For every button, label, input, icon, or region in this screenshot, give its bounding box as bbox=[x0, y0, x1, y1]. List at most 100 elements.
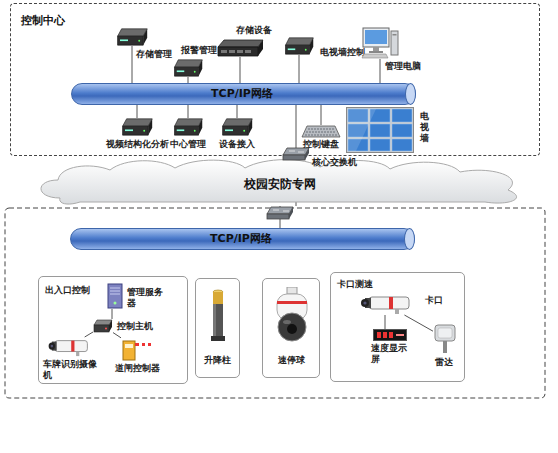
dev-part bbox=[310, 38, 314, 54]
campus-frame bbox=[5, 208, 545, 398]
node-label: 控制主机 bbox=[117, 321, 161, 332]
cam-part bbox=[395, 309, 399, 314]
display-part bbox=[383, 332, 387, 338]
cam-symbol bbox=[359, 293, 411, 315]
pc-part bbox=[373, 47, 379, 51]
kbd-symbol bbox=[301, 125, 341, 138]
network-link bbox=[112, 309, 113, 319]
dev-part bbox=[194, 130, 196, 132]
network-link bbox=[299, 55, 300, 83]
wall-part bbox=[348, 109, 412, 151]
gate-part bbox=[135, 343, 154, 346]
pc-part bbox=[391, 31, 398, 55]
network-bus: TCP/IP网络 bbox=[71, 83, 416, 105]
pc-part bbox=[393, 34, 397, 36]
control-host: 控制主机 bbox=[93, 319, 113, 333]
disk-part bbox=[229, 50, 235, 53]
node-label: 视频结构化分析 bbox=[91, 139, 183, 150]
wall-part bbox=[370, 139, 390, 151]
group-heading: 出入口控制 bbox=[45, 285, 105, 296]
node-label: 校园安防专网 bbox=[30, 177, 530, 191]
dev-part bbox=[305, 49, 307, 51]
cam-part bbox=[76, 352, 79, 357]
disk-part bbox=[218, 40, 263, 47]
dev-part bbox=[199, 60, 203, 76]
host-symbol bbox=[93, 319, 113, 333]
node-label: 中心管理 bbox=[166, 139, 210, 150]
dev-part bbox=[138, 40, 140, 42]
network-link bbox=[240, 57, 241, 83]
radar-part bbox=[438, 328, 452, 338]
dome-part bbox=[287, 324, 297, 334]
network-link bbox=[137, 105, 138, 118]
wall-part bbox=[392, 139, 412, 151]
dev-part bbox=[194, 71, 196, 73]
pc-part bbox=[363, 28, 389, 47]
dev-part bbox=[177, 70, 185, 72]
server-symbol bbox=[107, 283, 123, 309]
server-part bbox=[114, 302, 117, 305]
storage-manager: 存储管理 bbox=[116, 28, 148, 46]
network-link bbox=[380, 59, 381, 83]
node-label: TCP/IP网络 bbox=[71, 229, 411, 249]
wall-part bbox=[348, 109, 376, 151]
node-label: 道闸控制器 bbox=[115, 363, 165, 374]
node-label: 车牌识别摄像机 bbox=[43, 359, 99, 381]
node-label: 管理服务器 bbox=[127, 287, 169, 309]
switch-part bbox=[305, 148, 309, 160]
host-part bbox=[94, 320, 112, 325]
dev-part bbox=[175, 60, 203, 67]
group-heading: 升降柱 bbox=[196, 355, 239, 366]
network-link bbox=[296, 105, 297, 147]
dev-part bbox=[143, 29, 147, 45]
switch-symbol bbox=[282, 147, 310, 161]
network-link bbox=[188, 105, 189, 118]
bollard-part bbox=[213, 292, 223, 304]
management-pc: 管理电脑 bbox=[361, 27, 399, 59]
gate-symbol bbox=[121, 337, 155, 361]
pc-symbol bbox=[361, 27, 399, 59]
dome-part bbox=[283, 320, 291, 324]
dev-symbol bbox=[121, 118, 153, 136]
cam-part bbox=[71, 341, 74, 352]
dev-part bbox=[223, 126, 249, 135]
speed-dome-group: 速停球 bbox=[262, 278, 320, 378]
alarm-manager: 报警管理 bbox=[173, 59, 203, 77]
display-part bbox=[377, 332, 381, 338]
network-link bbox=[385, 315, 386, 329]
dev-part bbox=[286, 45, 310, 54]
dome-part bbox=[277, 301, 307, 304]
storage-device: 存储设备 bbox=[216, 39, 264, 57]
switch-part bbox=[283, 155, 305, 160]
dev-part bbox=[123, 126, 149, 135]
pc-part bbox=[362, 54, 388, 58]
node-label: 存储设备 bbox=[236, 25, 280, 36]
radar: 雷达 bbox=[433, 323, 457, 353]
speed-display: 速度显示屏 bbox=[373, 329, 407, 341]
gate-part bbox=[123, 341, 135, 360]
switch-side bbox=[289, 207, 293, 219]
dome-part bbox=[287, 287, 297, 294]
dev-part bbox=[248, 119, 252, 135]
pc-part bbox=[365, 30, 387, 44]
gate-part bbox=[139, 343, 142, 346]
plate-recognition-camera: 车牌识别摄像机 bbox=[47, 337, 89, 357]
video-analysis-server: 视频结构化分析 bbox=[121, 118, 153, 136]
dev-part bbox=[177, 129, 185, 131]
radar-part bbox=[443, 341, 447, 353]
barrier-gate-controller: 道闸控制器 bbox=[121, 337, 155, 361]
gate-part bbox=[125, 344, 133, 348]
node-label: 雷达 bbox=[435, 357, 459, 368]
switch-front bbox=[267, 214, 289, 219]
dome-symbol bbox=[271, 287, 313, 347]
disk-symbol bbox=[216, 39, 264, 57]
dev-symbol bbox=[116, 28, 148, 46]
checkpoint-speed-group: 卡口测速卡口速度显示屏雷达 bbox=[330, 272, 465, 382]
network-link bbox=[113, 333, 121, 338]
wall-symbol bbox=[346, 107, 414, 153]
dome-part bbox=[278, 313, 306, 341]
campus-switch bbox=[267, 207, 293, 219]
disk-part bbox=[245, 50, 251, 53]
